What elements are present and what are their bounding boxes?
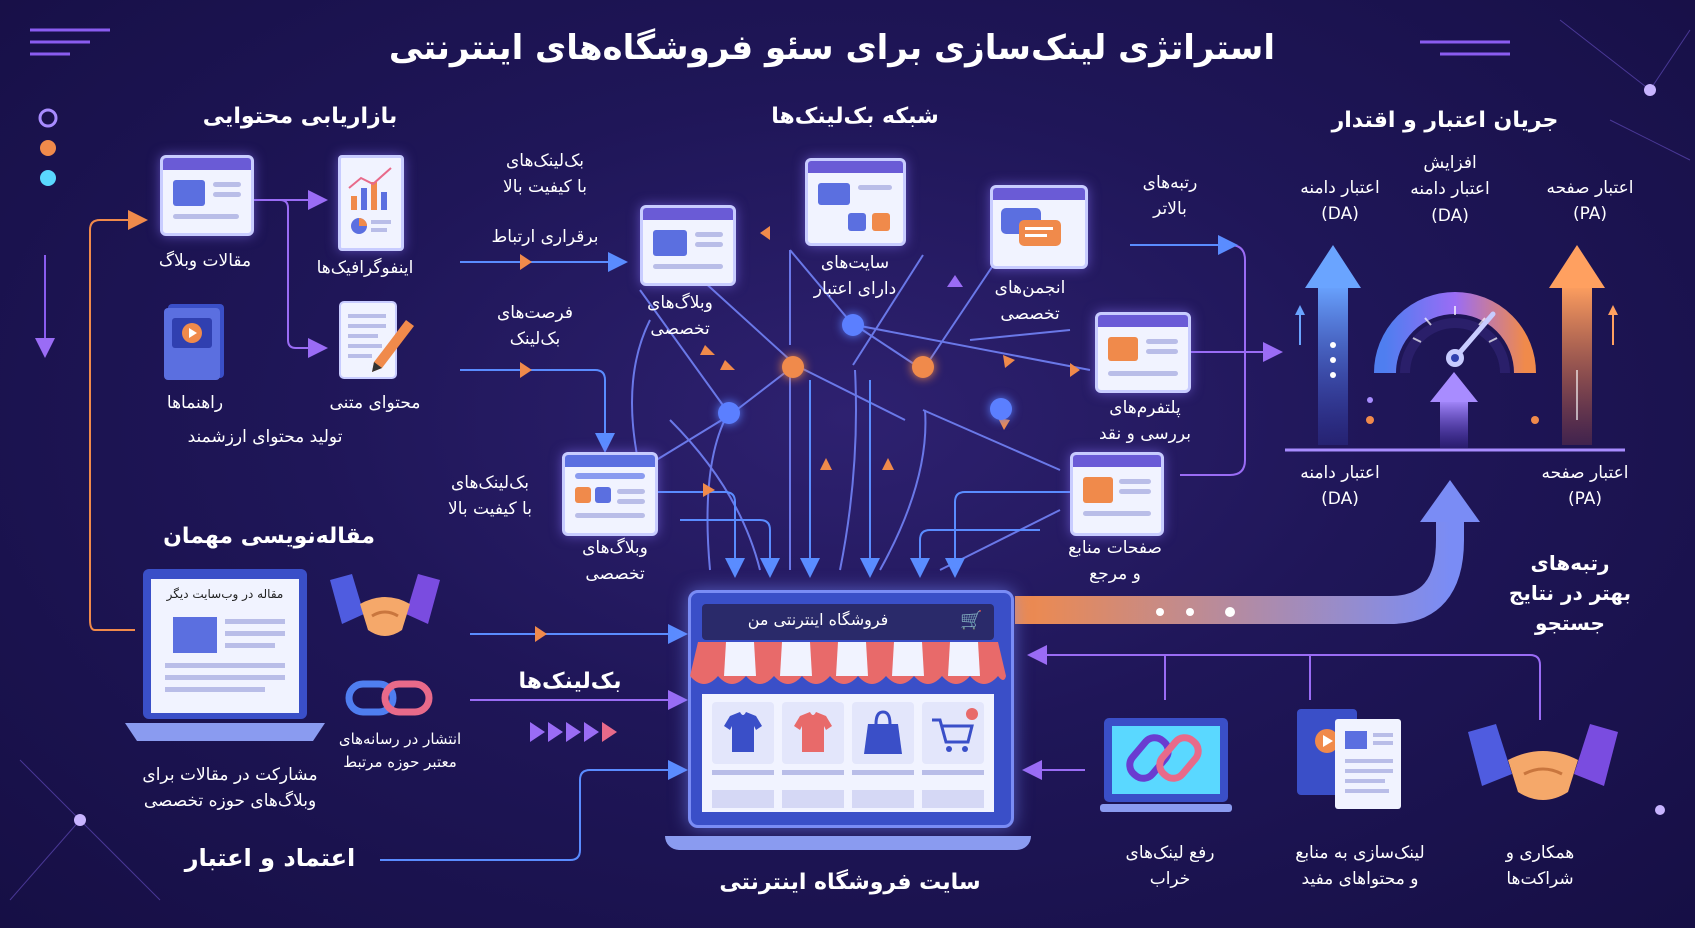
- label-text-content: محتوای متنی: [329, 393, 421, 413]
- laptop-article-icon: [125, 565, 325, 755]
- niche-blog-window-bottom: [562, 452, 658, 536]
- gauge-icon: [1365, 248, 1545, 408]
- label-guides: راهنماها: [166, 393, 224, 413]
- review-platform-window: [1095, 312, 1191, 393]
- label-domain-authority-bottom: اعتبار دامنه(DA): [1300, 463, 1380, 510]
- resource-docs-icon: [1295, 705, 1415, 815]
- monitor-broken-link-icon: [1100, 716, 1240, 816]
- pencil-document-icon: [338, 300, 418, 382]
- network-node: [782, 356, 804, 378]
- label-blog-articles: مقالات وبلاگ: [158, 251, 252, 271]
- section-authority-flow: جریان اعتبار و اقتدار: [1331, 108, 1559, 133]
- article-icon: [160, 155, 254, 236]
- handshake-icon: [330, 570, 440, 660]
- section-content-marketing: بازاریابی محتوایی: [202, 104, 398, 129]
- network-node: [912, 356, 934, 378]
- page-title: استراتژی لینک‌سازی برای سئو فروشگاه‌های …: [388, 28, 1275, 68]
- infographic-icon: [338, 155, 404, 251]
- label-article-on-other-site: مقاله در وب‌سایت دیگر: [166, 587, 284, 601]
- guide-book-icon: [162, 300, 230, 382]
- cart-icon[interactable]: 🛒: [960, 610, 983, 631]
- product-shirt[interactable]: [712, 702, 774, 764]
- label-backlinks: بک‌لینک‌ها: [518, 669, 622, 694]
- label-page-authority-bottom: اعتبار صفحه(PA): [1541, 463, 1629, 510]
- network-node: [842, 314, 864, 336]
- label-connection: برقراری ارتباط: [491, 227, 599, 247]
- authority-site-window: [805, 158, 906, 246]
- forum-window: [990, 185, 1088, 269]
- store-name: فروشگاه اینترنتی من: [747, 610, 889, 629]
- label-domain-authority: اعتبار دامنه(DA): [1300, 178, 1380, 225]
- label-page-authority: اعتبار صفحه(PA): [1546, 178, 1634, 225]
- product-bag[interactable]: [852, 702, 914, 764]
- section-store-site: سایت فروشگاه اینترنتی: [719, 870, 981, 895]
- store-awning: [690, 642, 1006, 684]
- chain-link-icon: [345, 676, 435, 720]
- network-node: [718, 402, 740, 424]
- laptop-base: [665, 836, 1031, 850]
- niche-blog-window-top: [640, 205, 736, 286]
- resource-page-window: [1070, 452, 1164, 536]
- store-laptop: فروشگاه اینترنتی من 🛒: [688, 590, 1014, 830]
- section-backlink-network: شبکه بک‌لینک‌ها: [771, 104, 939, 129]
- product-cart[interactable]: [922, 702, 984, 764]
- label-infographics: اینفوگرافیک‌ها: [316, 258, 414, 278]
- section-guest-posting: مقاله‌نویسی مهمان: [163, 524, 375, 549]
- handshake-partnership-icon: [1468, 718, 1618, 818]
- network-node: [990, 398, 1012, 420]
- product-tshirt[interactable]: [782, 702, 844, 764]
- label-valuable-content: تولید محتوای ارزشمند: [187, 427, 343, 447]
- section-trust: اعتماد و اعتبار: [184, 844, 356, 872]
